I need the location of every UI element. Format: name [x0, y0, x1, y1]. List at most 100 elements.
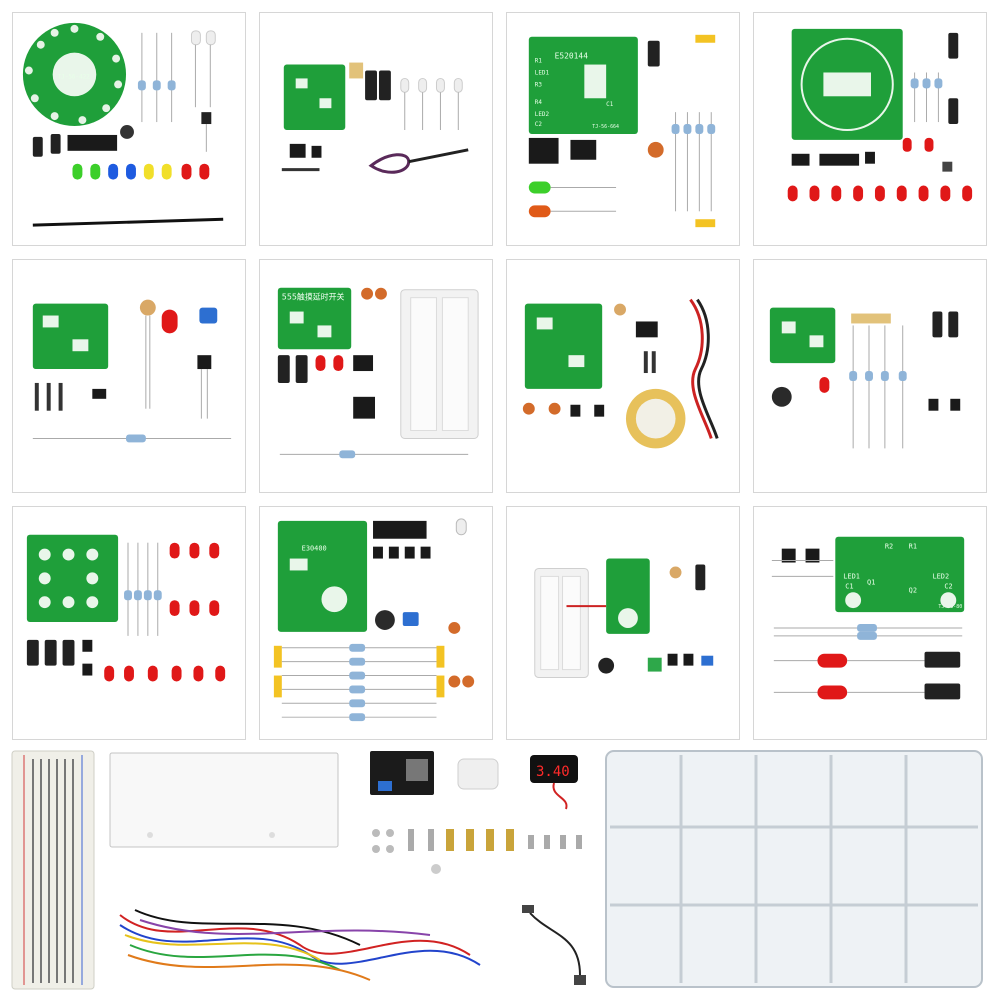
kit-4-photo: [787, 28, 973, 202]
svg-text:TJ-56-664: TJ-56-664: [592, 124, 619, 130]
ic-socket: [353, 396, 376, 419]
kit-12-photo: LED1 LED2 R2 R1 C1 C2 Q1 Q2 TJ-56-80: [771, 536, 965, 700]
kit-tile-10-ic-board: E30400: [259, 506, 493, 740]
potentiometer: [349, 62, 364, 79]
accessories-photo: 3.40: [11, 750, 983, 990]
svg-text:R4: R4: [535, 99, 543, 106]
jumper-cap: [92, 388, 107, 399]
pcb: [606, 558, 650, 634]
red-wire: [689, 298, 713, 439]
black-wire: [696, 298, 719, 439]
microphone: [120, 125, 134, 139]
push-button: [942, 161, 953, 172]
voltmeter-reading: 3.40: [536, 764, 570, 780]
electrolytic-capacitor: [924, 651, 961, 668]
red-led: [161, 309, 178, 334]
chip: [311, 145, 322, 158]
transistor: [570, 404, 581, 417]
ceramic-capacitor: [448, 622, 461, 634]
digital-voltmeter: [530, 755, 578, 783]
red-led: [819, 376, 830, 393]
wire: [32, 217, 224, 227]
kit-tile-5-light-sensor: [12, 259, 246, 493]
kit-tile-7-buzzer-kit: [506, 259, 740, 493]
potentiometer: [199, 307, 218, 324]
svg-text:LED2: LED2: [535, 111, 550, 118]
kit-5-photo: [32, 299, 232, 443]
svg-text:Q2: Q2: [909, 586, 917, 594]
resistor-tape: [695, 34, 716, 43]
transistor: [373, 546, 383, 559]
kit-3-photo: E520144 LED1 LED2 R1 R3 R4 C1 C2 TJ-56-6…: [528, 34, 716, 228]
ceramic-capacitor: [647, 141, 664, 158]
svg-text:R3: R3: [535, 81, 543, 88]
pcb: [524, 303, 603, 389]
transistor: [197, 355, 212, 370]
buzzer: [598, 657, 615, 674]
transistor: [865, 151, 875, 164]
terminal-connector: [457, 758, 499, 790]
pcb-label: E30400: [302, 545, 327, 553]
svg-text:LED1: LED1: [535, 69, 550, 76]
usb-cable: [529, 912, 581, 976]
resistor-tape: [851, 313, 891, 324]
svg-text:C1: C1: [606, 101, 614, 108]
pcb: [769, 307, 836, 364]
jumper-wire-knot: [368, 153, 411, 174]
red-led-row: [787, 185, 973, 202]
resistor-group: [281, 643, 437, 722]
kit-tile-8-sound-sensor: [753, 259, 987, 493]
transistor: [667, 653, 678, 666]
svg-text:R2: R2: [885, 543, 893, 551]
resistor-group: [137, 32, 176, 123]
potentiometer: [402, 612, 419, 626]
svg-text:C2: C2: [944, 582, 952, 590]
pcb: [277, 287, 352, 350]
pcb: [528, 36, 638, 134]
kit-tile-11-battery-board: [506, 506, 740, 740]
ic-chip: [67, 134, 118, 151]
kit-tile-4-round-board: [753, 12, 987, 246]
transistor: [201, 112, 212, 125]
resistor-group: [910, 72, 943, 123]
electrolytic-capacitor: [948, 32, 959, 59]
white-led: [455, 518, 467, 536]
transistor: [82, 639, 93, 652]
svg-text:C2: C2: [535, 121, 543, 128]
green-led: [528, 181, 551, 194]
acrylic-base-plate: [109, 752, 339, 848]
ic-socket: [528, 137, 559, 164]
kit-7-photo: [522, 298, 719, 449]
ceramic-capacitor: [522, 402, 535, 415]
electrolytic-capacitor: [365, 70, 377, 101]
screws-standoffs: [372, 829, 582, 874]
photoresistor: [614, 303, 626, 316]
transistor: [781, 548, 796, 563]
ceramic-capacitor: [361, 287, 374, 300]
white-led-row: [400, 77, 463, 130]
svg-text:Q1: Q1: [867, 578, 875, 586]
accessories-section: 3.40: [10, 745, 990, 995]
microphone: [771, 386, 792, 407]
kit-tile-9-led-flasher: [12, 506, 246, 740]
white-led-pair: [190, 30, 216, 108]
kit-tile-3-dual-led-board: E520144 LED1 LED2 R1 R3 R4 C1 C2 TJ-56-6…: [506, 12, 740, 246]
pcb-title: 555触摸延时开关: [282, 292, 345, 302]
svg-text:C1: C1: [845, 582, 853, 590]
pin-header: [643, 351, 648, 374]
pcb: [835, 536, 965, 613]
red-led-grid: [104, 542, 226, 682]
kit-9-photo: [26, 534, 226, 682]
pcb: [277, 520, 368, 632]
pcb-label: E520144: [555, 52, 589, 61]
resistor-group: [124, 542, 162, 636]
pcb-code-label: TJ-56-422: [58, 73, 91, 80]
resistor: [339, 450, 356, 459]
red-led: [817, 653, 848, 668]
kit-6-photo: 555触摸延时开关: [277, 287, 479, 459]
kit-tile-12-flip-flop: LED1 LED2 R2 R1 C1 C2 Q1 Q2 TJ-56-80: [753, 506, 987, 740]
ic-socket: [289, 143, 306, 158]
electrolytic-capacitor: [932, 311, 943, 338]
electrolytic-capacitor: [277, 355, 290, 383]
electrolytic-capacitor: [32, 136, 43, 157]
